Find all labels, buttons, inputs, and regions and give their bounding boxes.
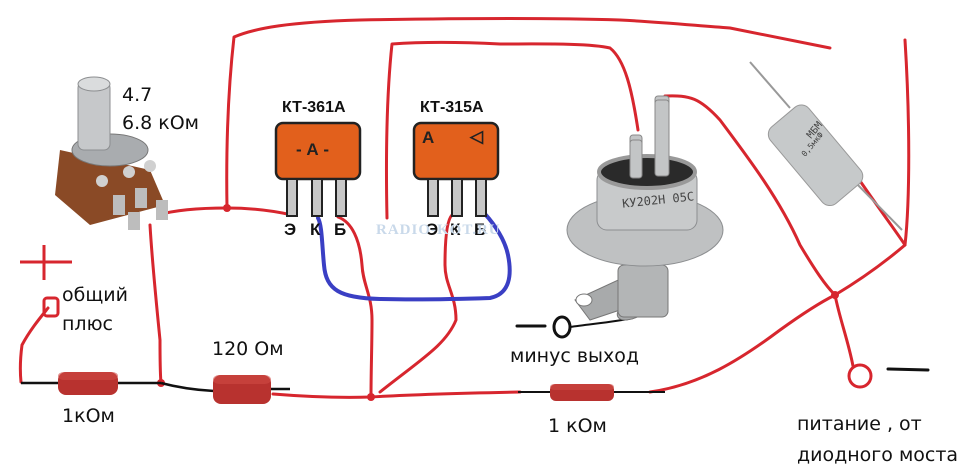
transistor2-marking-left: А bbox=[422, 128, 435, 147]
transistor1-pin-base: Б bbox=[334, 220, 347, 239]
wire-t2-collector bbox=[378, 213, 458, 394]
supply-label-line1: питание , от bbox=[797, 413, 922, 435]
common-plus-label-line1: общий bbox=[62, 284, 128, 306]
wire-top-inner bbox=[385, 41, 640, 220]
resistor-1k-right-label: 1 кОм bbox=[548, 415, 607, 437]
minus-output-terminal-circle bbox=[552, 315, 572, 339]
thyristor-ku202n bbox=[566, 95, 724, 321]
transistor2-pin-collector: К bbox=[450, 220, 461, 239]
supply-label-line2: диодного моста bbox=[797, 444, 959, 466]
plus-terminal-symbol bbox=[20, 245, 72, 280]
resistor-120-label: 120 Ом bbox=[212, 338, 284, 360]
resistor-120-ohm bbox=[160, 375, 290, 404]
transistor-kt315a bbox=[412, 121, 500, 217]
wire-top-outer bbox=[225, 17, 832, 210]
resistor-1k-left bbox=[21, 372, 161, 395]
transistor2-marking-right: ◁ bbox=[470, 127, 484, 146]
wire-cap-lead-right bbox=[856, 176, 907, 247]
potentiometer-value-line1: 4.7 bbox=[122, 84, 153, 106]
watermark: RADIO-KOT.RU bbox=[376, 222, 501, 238]
transistor2-name: КТ-315А bbox=[420, 99, 484, 116]
potentiometer bbox=[55, 76, 168, 230]
minus-output-label: минус выход bbox=[510, 345, 640, 367]
transistor1-name: КТ-361А bbox=[282, 99, 346, 116]
junction-dot bbox=[223, 204, 231, 212]
wire-bottom-bus bbox=[271, 390, 522, 399]
wire-pot-left-down bbox=[148, 223, 163, 385]
resistor-1k-right bbox=[518, 384, 665, 401]
common-plus-label-line2: плюс bbox=[62, 313, 114, 335]
transistor2-pin-emitter: Э bbox=[426, 220, 439, 239]
transistor1-marking: - А - bbox=[296, 140, 330, 159]
wire-bottom-right bbox=[648, 38, 911, 394]
resistor-1k-left-label: 1кОм bbox=[62, 405, 115, 427]
junction-dot bbox=[831, 291, 839, 299]
wire-t1-base bbox=[336, 215, 374, 399]
junction-dot bbox=[367, 393, 375, 401]
supply-minus-terminal-circle bbox=[847, 363, 873, 389]
capacitor-mbm bbox=[749, 61, 903, 231]
transistor-kt361a bbox=[274, 121, 362, 217]
transistor1-pin-emitter: Э bbox=[284, 220, 297, 239]
wire-base-link bbox=[316, 212, 512, 302]
potentiometer-value-line2: 6.8 кОм bbox=[122, 112, 200, 134]
transistor1-pin-collector: К bbox=[310, 220, 321, 239]
transistor2-pin-base: Б bbox=[474, 220, 487, 239]
supply-minus-dash bbox=[886, 367, 930, 372]
wire-plus-terminal bbox=[18, 306, 50, 384]
wire-thyristor-anode bbox=[663, 94, 837, 297]
plus-terminal-circle bbox=[42, 296, 60, 318]
wire-supply-minus-terminal bbox=[833, 293, 855, 368]
